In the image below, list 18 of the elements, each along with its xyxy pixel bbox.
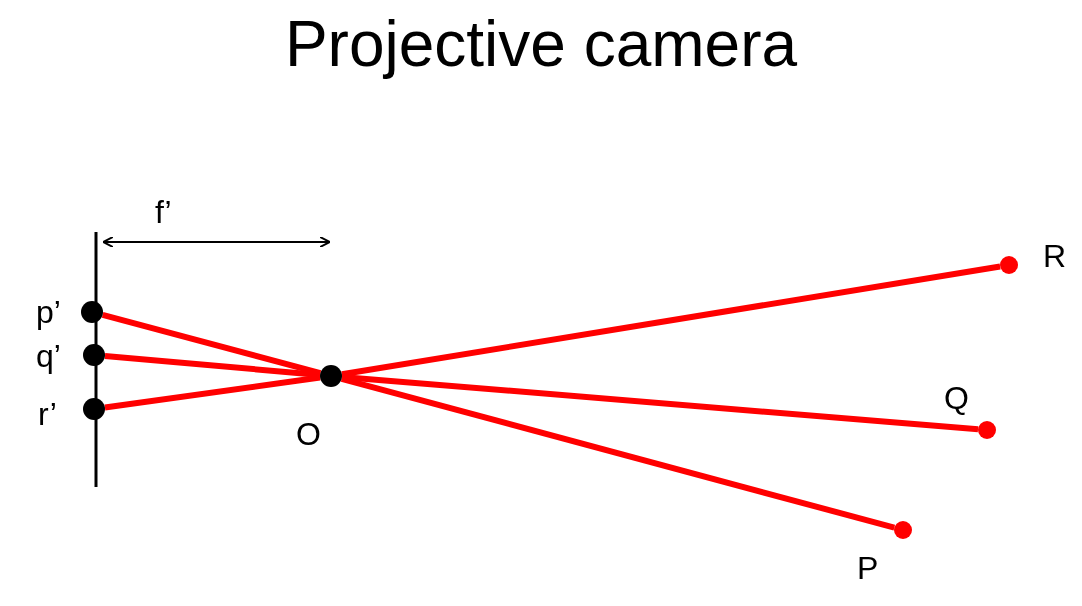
ray-line xyxy=(104,374,321,411)
point-label: p’ xyxy=(36,296,61,328)
point-label: O xyxy=(296,418,321,450)
point-dot xyxy=(83,398,105,420)
ray-line xyxy=(341,263,1001,378)
ray-line xyxy=(341,373,979,433)
point-label: q’ xyxy=(36,340,61,372)
point-label: r’ xyxy=(38,398,57,430)
point-dot xyxy=(83,344,105,366)
point-label: R xyxy=(1043,240,1067,272)
point-dot xyxy=(81,301,103,323)
point-dot xyxy=(894,521,912,539)
point-dot xyxy=(1000,256,1018,274)
dimension-label: f’ xyxy=(155,196,172,228)
point-label: Q xyxy=(944,382,969,414)
point-dot xyxy=(978,421,996,439)
point-label: P xyxy=(857,552,879,584)
point-dot xyxy=(320,365,342,387)
